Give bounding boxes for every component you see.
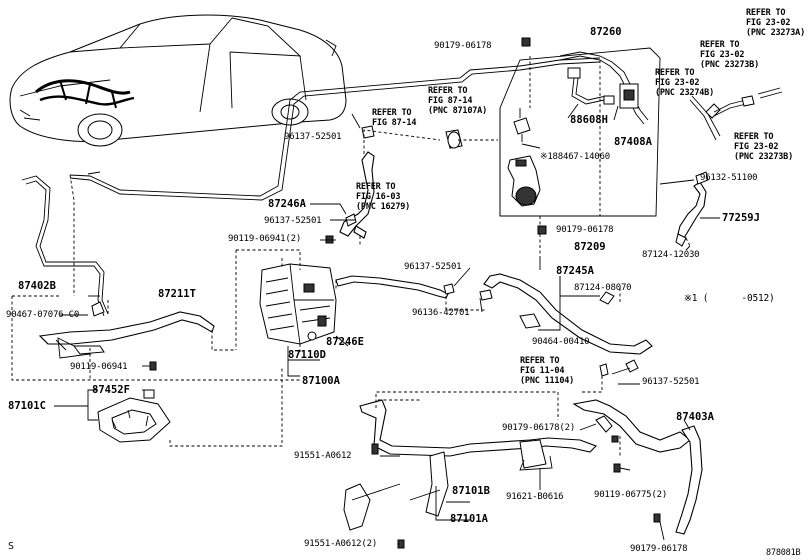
ref-fig-23-02-pnc-23274b: REFER TO FIG 23-02 (PNC 23274B) xyxy=(655,68,715,98)
part-label-87124-08070: 87124-08070 xyxy=(574,283,632,293)
hose-87211t xyxy=(38,311,215,359)
part-label-90179-06178-top: 90179-06178 xyxy=(434,41,492,51)
part-label-90179-06178-bot: 90179-06178 xyxy=(630,544,688,554)
footer-mark: S xyxy=(8,541,14,552)
part-label-188467-14060: ※188467-14060 xyxy=(540,152,610,162)
part-label-96136-42701: 96136-42701 xyxy=(412,308,470,318)
part-label-90119-06941-2: 90119-06941(2) xyxy=(228,234,302,244)
part-label-96137-52501-c: 96137-52501 xyxy=(404,262,462,272)
part-label-87408a: 87408A xyxy=(614,136,652,148)
part-label-96137-52501-d: 96137-52501 xyxy=(642,377,700,387)
part-label-87209: 87209 xyxy=(574,241,606,253)
gasket-87101c xyxy=(97,389,171,443)
part-label-90467-07076-c0: 90467-07076-C0 xyxy=(6,310,80,320)
long-pipes xyxy=(21,57,601,317)
leader-lines xyxy=(11,129,691,458)
part-label-87452f: 87452F xyxy=(92,384,130,396)
part-label-90464-00410: 90464-00410 xyxy=(532,337,590,347)
part-label-96137-52501-a: 96137-52501 xyxy=(284,132,342,142)
part-label-87246a: 87246A xyxy=(268,198,306,210)
diagram-code: 878081B xyxy=(766,548,801,558)
ref-fig-23-02-pnc-23273a: REFER TO FIG 23-02 (PNC 23273A) xyxy=(746,8,806,38)
part-label-87211t: 87211T xyxy=(158,288,196,300)
part-label-87403a: 87403A xyxy=(676,411,714,423)
ref-fig-23-02-pnc-23273b-top: REFER TO FIG 23-02 (PNC 23273B) xyxy=(700,40,760,70)
ref-fig-23-02-pnc-23273b-low: REFER TO FIG 23-02 (PNC 23273B) xyxy=(734,132,794,162)
part-label-90119-06775-2: 90119-06775(2) xyxy=(594,490,668,500)
heater-unit xyxy=(259,263,337,345)
part-label-96137-52501-b: 96137-52501 xyxy=(264,216,322,226)
solid-leaders xyxy=(54,45,720,545)
part-label-90179-06178-2: 90179-06178(2) xyxy=(502,423,576,433)
part-label-91551-a0612-2: 91551-A0612(2) xyxy=(304,539,378,549)
part-label-87260: 87260 xyxy=(590,26,622,38)
ref-fig-87-14: REFER TO FIG 87-14 xyxy=(372,108,417,128)
part-label-77259j: 77259J xyxy=(722,212,760,224)
note-mark-1: ※1 ( -0512) xyxy=(684,293,775,304)
part-label-87101a: 87101A xyxy=(450,513,488,525)
pipe-77259j xyxy=(675,87,783,247)
part-label-87245a: 87245A xyxy=(556,265,594,277)
part-label-87110d: 87110D xyxy=(288,349,326,361)
ref-fig-11-04-pnc-11104: REFER TO FIG 11-04 (PNC 11104) xyxy=(520,356,575,386)
part-label-87101b: 87101B xyxy=(452,485,490,497)
group-87260 xyxy=(499,47,661,217)
part-label-87124-12030: 87124-12030 xyxy=(642,250,700,260)
heater-hoses xyxy=(335,151,653,355)
part-label-90179-06178-mid: 90179-06178 xyxy=(556,225,614,235)
part-label-88608h: 88608H xyxy=(570,114,608,126)
part-label-87246e: 87246E xyxy=(326,336,364,348)
ref-fig-16-03-pnc-16279: REFER TO FIG 16-03 (PNC 16279) xyxy=(356,182,411,212)
part-label-87100a: 87100A xyxy=(302,375,340,387)
part-label-96132-51100: 96132-51100 xyxy=(700,173,758,183)
part-label-91551-a0612: 91551-A0612 xyxy=(294,451,352,461)
part-label-87402b: 87402B xyxy=(18,280,56,292)
ref-fig-87-14-pnc-87107a: REFER TO FIG 87-14 (PNC 87107A) xyxy=(428,86,488,116)
part-label-91621-b0616: 91621-B0616 xyxy=(506,492,564,502)
part-label-87101c: 87101C xyxy=(8,400,46,412)
part-label-90119-06941: 90119-06941 xyxy=(70,362,128,372)
car-illustration xyxy=(9,14,347,147)
bottom-pipes xyxy=(343,399,703,535)
